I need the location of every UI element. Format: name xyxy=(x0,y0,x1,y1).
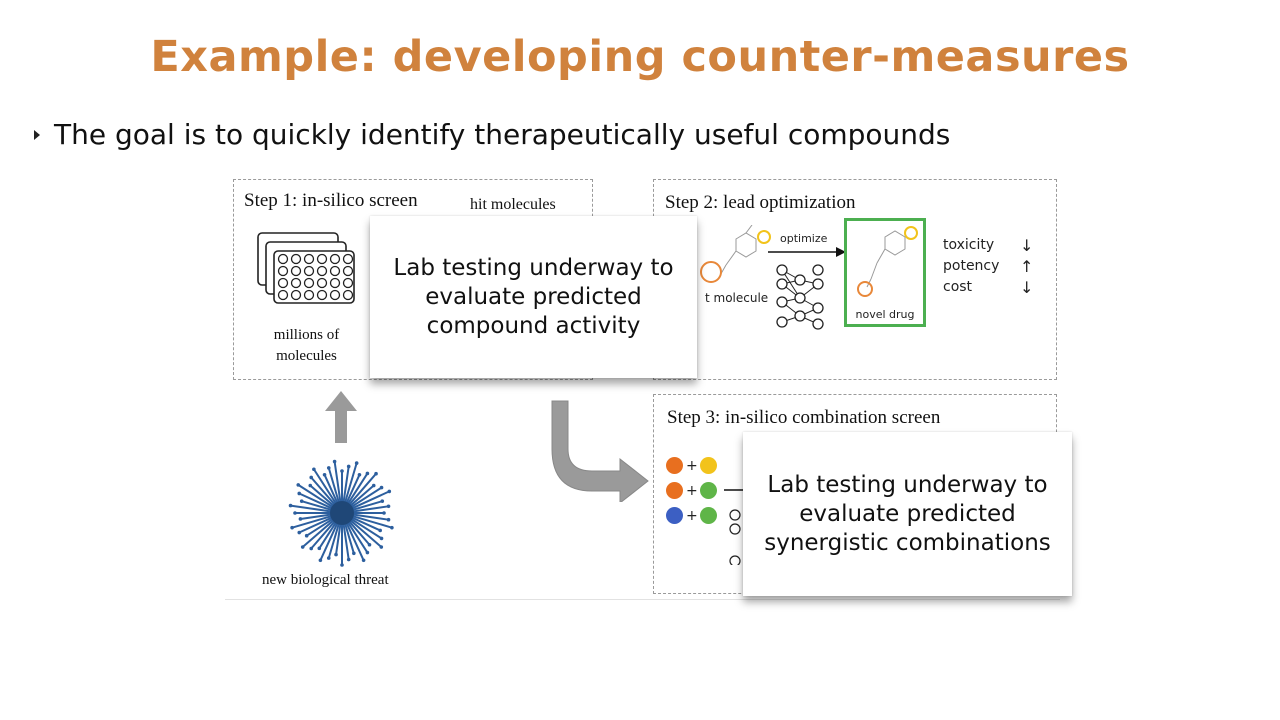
bullet-point: The goal is to quickly identify therapeu… xyxy=(34,118,950,151)
pair2-plus: + xyxy=(686,483,698,499)
millions-label-line2: molecules xyxy=(276,348,337,364)
bullet-triangle-icon xyxy=(34,129,40,140)
property-toxicity: toxicity xyxy=(943,237,995,253)
hit-molecule-label: t molecule xyxy=(705,291,769,305)
pair3-green-dot xyxy=(700,507,717,524)
hit-molecules-label: hit molecules xyxy=(470,196,556,213)
pair3-blue-dot xyxy=(666,507,683,524)
combination-network-icon xyxy=(724,489,744,565)
novel-drug-box: novel drug xyxy=(844,218,926,327)
step3-title: Step 3: in-silico combination screen xyxy=(667,407,941,428)
cost-down-arrow-icon: ↓ xyxy=(1020,278,1034,297)
pair1-orange-dot xyxy=(666,457,683,474)
lab-activity-text: Lab testing underway to evaluate predict… xyxy=(393,254,674,339)
curved-arrow-icon xyxy=(551,400,649,502)
novel-drug-label: novel drug xyxy=(855,308,915,321)
step2-title: Step 2: lead optimization xyxy=(665,192,856,213)
lab-activity-overlay: Lab testing underway to evaluate predict… xyxy=(370,216,697,378)
property-potency: potency xyxy=(943,258,1000,274)
novel-drug-molecule-icon xyxy=(857,226,918,297)
pair2-green-dot xyxy=(700,482,717,499)
bullet-text: The goal is to quickly identify therapeu… xyxy=(54,118,951,151)
lab-combos-text: Lab testing underway to evaluate predict… xyxy=(764,471,1051,556)
up-arrow-icon xyxy=(325,391,357,443)
threat-label: new biological threat xyxy=(262,572,389,588)
pair1-plus: + xyxy=(686,458,698,474)
pair2-orange-dot xyxy=(666,482,683,499)
molecule-icon xyxy=(700,225,771,283)
optimize-arrow-icon xyxy=(768,247,846,257)
virus-icon xyxy=(288,459,394,567)
step2-panel: Step 2: lead optimization t molecule opt… xyxy=(653,179,1057,380)
pair1-yellow-dot xyxy=(700,457,717,474)
step1-title: Step 1: in-silico screen xyxy=(244,190,418,211)
neural-network-icon xyxy=(776,264,824,330)
baseline-divider xyxy=(225,599,1060,600)
property-cost: cost xyxy=(943,279,973,295)
optimize-label: optimize xyxy=(780,232,828,245)
pair3-plus: + xyxy=(686,508,698,524)
potency-up-arrow-icon: ↑ xyxy=(1020,257,1034,276)
toxicity-down-arrow-icon: ↓ xyxy=(1020,236,1034,255)
well-plates-icon xyxy=(257,232,355,304)
millions-label-line1: millions of xyxy=(273,327,340,343)
slide-title: Example: developing counter-measures xyxy=(150,32,1130,82)
lab-combos-overlay: Lab testing underway to evaluate predict… xyxy=(743,432,1072,596)
